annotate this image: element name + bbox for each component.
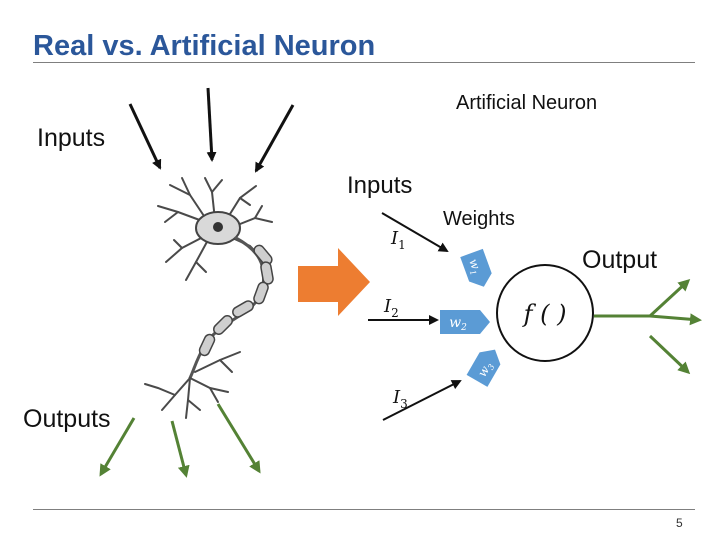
artificial-input-arrows <box>368 212 462 421</box>
weight-tab-2: w2 <box>440 310 490 334</box>
weight-tab-1: w1 <box>460 248 492 287</box>
activation-function: f ( ) <box>522 300 567 328</box>
page-number: 5 <box>676 516 683 530</box>
transition-arrow <box>298 248 370 316</box>
real-output-arrow-1 <box>99 417 136 477</box>
artificial-inputs-label: Inputs <box>347 172 413 199</box>
weights-label: Weights <box>443 208 515 230</box>
weight-tab-3: w3 <box>466 349 501 387</box>
real-input-arrows <box>128 87 295 173</box>
real-output-arrows <box>99 403 261 478</box>
real-input-arrow-3 <box>254 104 295 173</box>
title-divider <box>33 62 695 63</box>
input-symbol-1: I1 <box>390 228 406 252</box>
input-arrow-3 <box>382 380 462 421</box>
artificial-output-arrows <box>594 278 702 375</box>
real-input-arrow-2 <box>206 87 217 162</box>
footer-divider <box>33 509 695 510</box>
biological-neuron-illustration <box>144 177 274 419</box>
real-output-arrow-2 <box>170 420 190 478</box>
output-arrow-3 <box>648 334 691 375</box>
output-arrow-1 <box>648 278 691 318</box>
nucleus <box>213 222 223 232</box>
real-input-arrow-1 <box>128 103 162 170</box>
slide-title: Real vs. Artificial Neuron <box>33 30 376 62</box>
real-output-arrow-3 <box>216 403 261 474</box>
input-arrow-1 <box>381 212 449 253</box>
neuron-body <box>496 264 594 362</box>
input-symbol-3: I3 <box>392 387 408 411</box>
output-arrow-2 <box>649 313 702 326</box>
real-outputs-label: Outputs <box>23 405 111 433</box>
real-inputs-label: Inputs <box>37 124 106 152</box>
output-label: Output <box>582 246 658 274</box>
input-symbol-2: I2 <box>383 296 399 320</box>
artificial-neuron-label: Artificial Neuron <box>456 92 598 114</box>
